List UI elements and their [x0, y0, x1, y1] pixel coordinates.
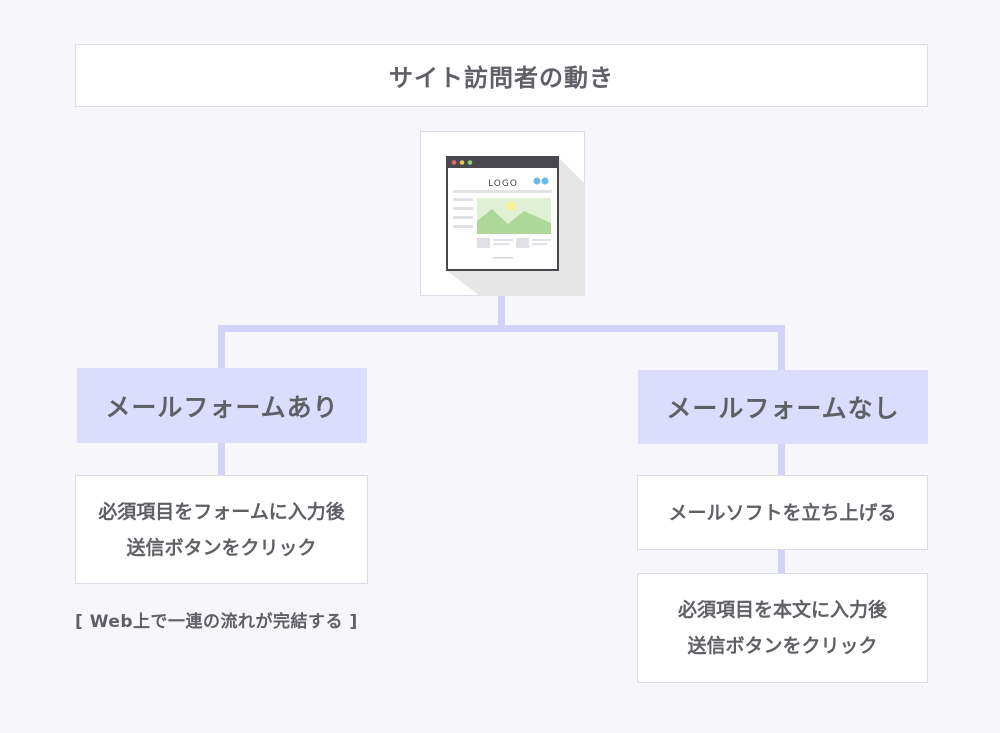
mockup-content-line: [532, 243, 547, 245]
mockup-sidebar-line: [453, 198, 473, 201]
browser-titlebar: [447, 157, 558, 168]
mockup-nav-bar: [453, 190, 552, 193]
connector-trunk: [498, 296, 505, 330]
mockup-content-line: [532, 239, 551, 241]
connector-horizontal: [218, 325, 785, 332]
branch-header-without-form: メールフォームなし: [638, 370, 928, 444]
step-line: 必須項目をフォームに入力後: [98, 500, 345, 523]
mockup-content-line: [493, 239, 513, 241]
mockup-sidebar-line: [453, 225, 473, 228]
website-mockup-frame: LOGO: [420, 131, 585, 296]
mockup-sidebar-line: [453, 216, 473, 219]
branch-header-with-form: メールフォームあり: [77, 368, 367, 443]
connector-right-down: [778, 325, 785, 370]
mockup-shadow: [447, 157, 585, 296]
connector-right-step2: [778, 550, 785, 573]
mockup-footer-line: [493, 257, 513, 259]
mockup-logo-text: LOGO: [488, 179, 518, 189]
mockup-content-thumb: [516, 238, 529, 248]
connector-right-step1: [778, 444, 785, 475]
mockup-sidebar-line: [453, 207, 473, 210]
mockup-content-line: [493, 243, 509, 245]
mockup-dot-1: [533, 177, 541, 185]
window-maximize-dot: [467, 160, 473, 165]
branch-note: [ Web上で一連の流れが完結する ]: [75, 612, 358, 632]
diagram-title: サイト訪問者の動き: [75, 44, 928, 107]
window-minimize-dot: [459, 160, 465, 165]
step-line: 必須項目を本文に入力後: [677, 599, 887, 621]
window-close-dot: [451, 160, 457, 165]
step-box-with-form: 必須項目をフォームに入力後 送信ボタンをクリック: [75, 475, 368, 584]
connector-left-down: [218, 325, 225, 370]
step-line: メールソフトを立ち上げる: [668, 501, 897, 524]
mockup-dot-2: [541, 177, 549, 185]
step-line: 送信ボタンをクリック: [687, 635, 878, 657]
step-line: 送信ボタンをクリック: [126, 536, 317, 559]
mockup-content-thumb: [477, 238, 490, 248]
connector-left-step: [218, 442, 225, 475]
website-illustration: LOGO: [446, 156, 585, 296]
step-box-launch-mail: メールソフトを立ち上げる: [637, 475, 928, 550]
mockup-mountains: [477, 209, 551, 234]
step-box-fill-body: 必須項目を本文に入力後 送信ボタンをクリック: [637, 573, 928, 683]
mockup-sun: [506, 201, 516, 211]
